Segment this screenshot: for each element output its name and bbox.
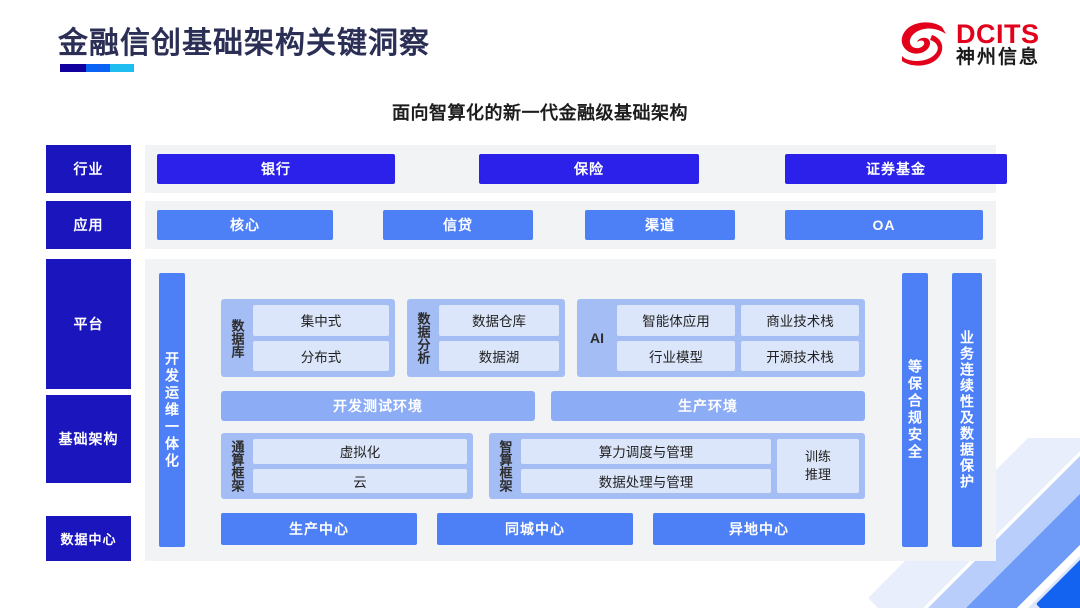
page-subtitle: 面向智算化的新一代金融级基础架构: [392, 103, 688, 123]
group-caption-analytics: 数据分析: [415, 312, 431, 364]
architecture-diagram: 行业 应用 平台 基础架构 数据中心 银行 保险 证券基金 核心 信贷 渠道 O…: [46, 140, 1007, 572]
layer-label-industry[interactable]: 行业: [46, 145, 131, 193]
tile-commercial-stack[interactable]: 商业技术栈: [741, 305, 859, 336]
tile-train-inference[interactable]: 训练 推理: [777, 439, 859, 493]
layer-label-column: 行业 应用 平台 基础架构 数据中心: [46, 140, 131, 572]
logo-text-cn: 神州信息: [955, 47, 1040, 68]
platform-infrastructure-panel: 开发运维一体化 等保合规安全 业务连续性及数据保护 数据库 集中式 分布式 数: [145, 259, 996, 561]
company-logo: DCITS 神州信息: [896, 18, 1040, 70]
layer-label-infrastructure[interactable]: 基础架构: [46, 395, 131, 483]
industry-row: 银行 保险 证券基金: [145, 145, 1007, 193]
vertical-bar-devops[interactable]: 开发运维一体化: [159, 273, 185, 547]
page-title: 金融信创基础架构关键洞察: [58, 27, 430, 60]
data-center-remote[interactable]: 异地中心: [653, 513, 865, 545]
data-center-production[interactable]: 生产中心: [221, 513, 417, 545]
tile-compute-scheduling[interactable]: 算力调度与管理: [521, 439, 771, 464]
group-general-compute-framework[interactable]: 通算框架 虚拟化 云: [221, 433, 473, 499]
application-chip-oa[interactable]: OA: [785, 210, 983, 240]
tile-distributed[interactable]: 分布式: [253, 340, 389, 371]
band-dev-test-environment[interactable]: 开发测试环境: [221, 391, 535, 421]
tile-opensource-stack[interactable]: 开源技术栈: [741, 340, 859, 371]
tile-centralized[interactable]: 集中式: [253, 305, 389, 336]
layer-label-platform[interactable]: 平台: [46, 259, 131, 389]
tile-industry-model[interactable]: 行业模型: [617, 340, 735, 371]
application-chip-credit[interactable]: 信贷: [383, 210, 533, 240]
tile-virtualization[interactable]: 虚拟化: [253, 439, 467, 464]
application-row: 核心 信贷 渠道 OA: [145, 201, 996, 249]
title-underline-rule: [60, 64, 134, 72]
industry-chip-bank[interactable]: 银行: [157, 154, 395, 184]
vertical-bar-continuity[interactable]: 业务连续性及数据保护: [952, 273, 982, 547]
group-ai-compute-framework[interactable]: 智算框架 算力调度与管理 数据处理与管理 训练 推理: [489, 433, 865, 499]
layer-label-data-center[interactable]: 数据中心: [46, 516, 131, 561]
group-caption-general-compute: 通算框架: [229, 440, 245, 492]
group-ai[interactable]: AI 智能体应用 行业模型 商业技术栈 开源技术栈: [577, 299, 865, 377]
vertical-bar-security[interactable]: 等保合规安全: [902, 273, 928, 547]
band-production-environment[interactable]: 生产环境: [551, 391, 865, 421]
tile-data-processing[interactable]: 数据处理与管理: [521, 468, 771, 493]
group-caption-ai-compute: 智算框架: [497, 440, 513, 492]
group-data-analytics[interactable]: 数据分析 数据仓库 数据湖: [407, 299, 565, 377]
dcits-swirl-icon: [896, 18, 948, 70]
tile-cloud[interactable]: 云: [253, 468, 467, 493]
tile-data-warehouse[interactable]: 数据仓库: [439, 305, 559, 336]
application-chip-channel[interactable]: 渠道: [585, 210, 735, 240]
group-caption-ai: AI: [590, 330, 604, 346]
data-center-metro[interactable]: 同城中心: [437, 513, 633, 545]
group-database[interactable]: 数据库 集中式 分布式: [221, 299, 395, 377]
group-caption-database: 数据库: [229, 318, 245, 358]
industry-chip-insurance[interactable]: 保险: [479, 154, 699, 184]
platform-inner-area: 数据库 集中式 分布式 数据分析 数据仓库 数据湖: [221, 273, 886, 547]
tile-data-lake[interactable]: 数据湖: [439, 340, 559, 371]
logo-text-en: DCITS: [955, 19, 1040, 49]
application-chip-core[interactable]: 核心: [157, 210, 333, 240]
tile-inference-label: 推理: [804, 467, 831, 482]
tile-agent-application[interactable]: 智能体应用: [617, 305, 735, 336]
industry-chip-securities[interactable]: 证券基金: [785, 154, 1007, 184]
layer-label-application[interactable]: 应用: [46, 201, 131, 249]
tile-train-label: 训练: [804, 449, 831, 465]
